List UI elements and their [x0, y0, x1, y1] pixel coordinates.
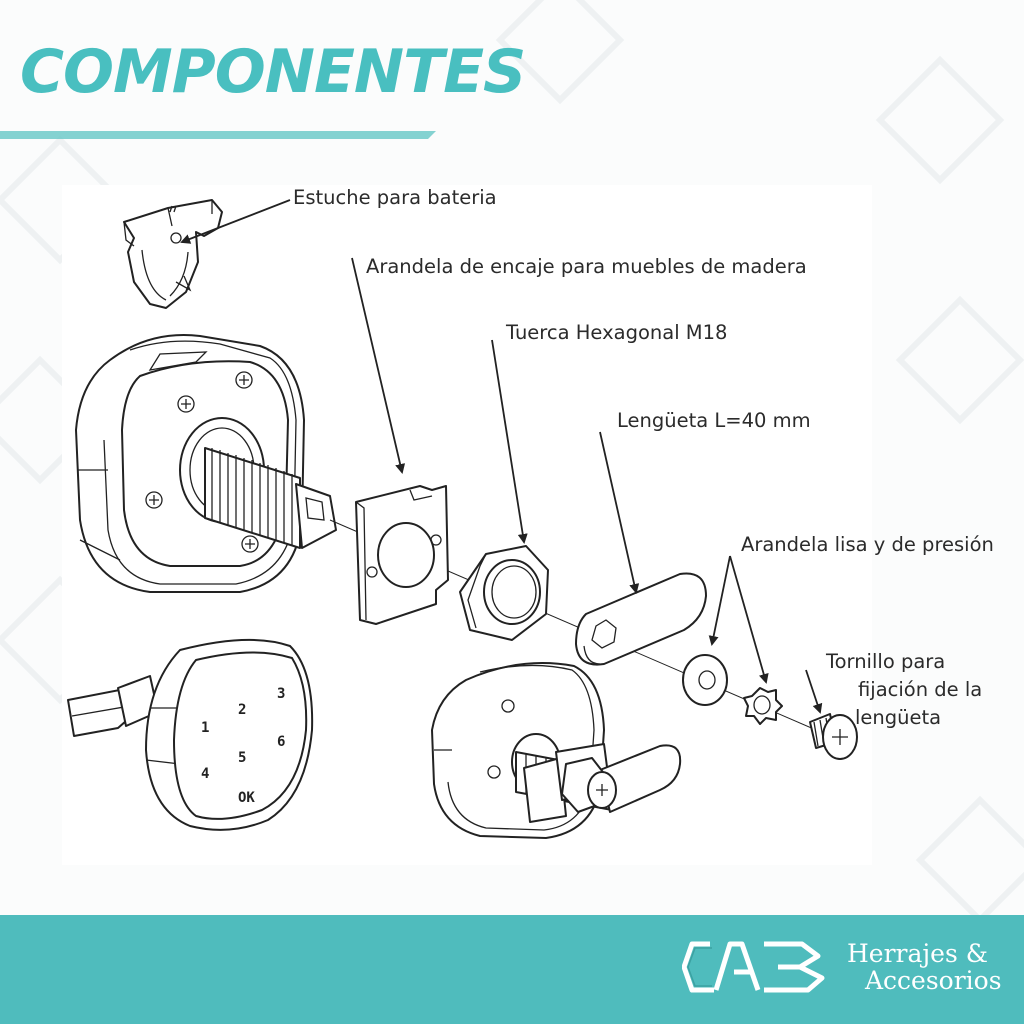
cam-latch [575, 572, 707, 666]
label-wood-washer: Arandela de encaje para muebles de mader… [366, 255, 807, 278]
hex-nut [459, 545, 549, 641]
main-lock-body [75, 334, 337, 593]
arrow-screw [805, 669, 823, 714]
arrow-hex-nut [491, 339, 528, 544]
keypad-key-2: 2 [238, 702, 246, 718]
keypad-unit: 1 2 3 4 5 6 OK [67, 638, 314, 831]
lock-washer [743, 687, 783, 725]
cab-logo-icon [682, 941, 825, 993]
arrow-battery-case [180, 199, 291, 244]
label-screw-line-1: Tornillo para [825, 650, 945, 673]
keypad-key-4: 4 [201, 766, 209, 782]
keypad-key-5: 5 [238, 750, 246, 766]
label-latch: Lengüeta L=40 mm [617, 409, 811, 432]
assembled-lock [431, 662, 682, 839]
label-battery-case: Estuche para bateria [293, 186, 497, 209]
page-title: COMPONENTES [20, 37, 526, 107]
keypad-key-ok: OK [238, 790, 255, 806]
arrow-flat-washer [708, 555, 731, 646]
arrow-lock-washer [729, 555, 769, 684]
arrow-latch [599, 431, 640, 594]
wood-fit-washer [355, 485, 449, 625]
keypad-key-6: 6 [277, 734, 285, 750]
flat-washer [682, 654, 728, 706]
brand-line-2: Accesorios [865, 966, 1002, 995]
keypad-key-3: 3 [277, 686, 285, 702]
brand-line-1: Herrajes & [847, 939, 988, 968]
label-screw-line-3: lengüeta [855, 706, 941, 729]
label-screw-line-2: fijación de la [858, 678, 982, 701]
label-washers: Arandela lisa y de presión [741, 533, 994, 556]
latch-screw [809, 713, 858, 760]
arrow-wood-washer [351, 257, 406, 474]
footer-band [0, 915, 1024, 1024]
battery-case [123, 199, 223, 309]
keypad-key-1: 1 [201, 720, 209, 736]
brand-name: Herrajes & Accesorios [847, 940, 1002, 994]
label-hex-nut: Tuerca Hexagonal M18 [505, 321, 727, 344]
